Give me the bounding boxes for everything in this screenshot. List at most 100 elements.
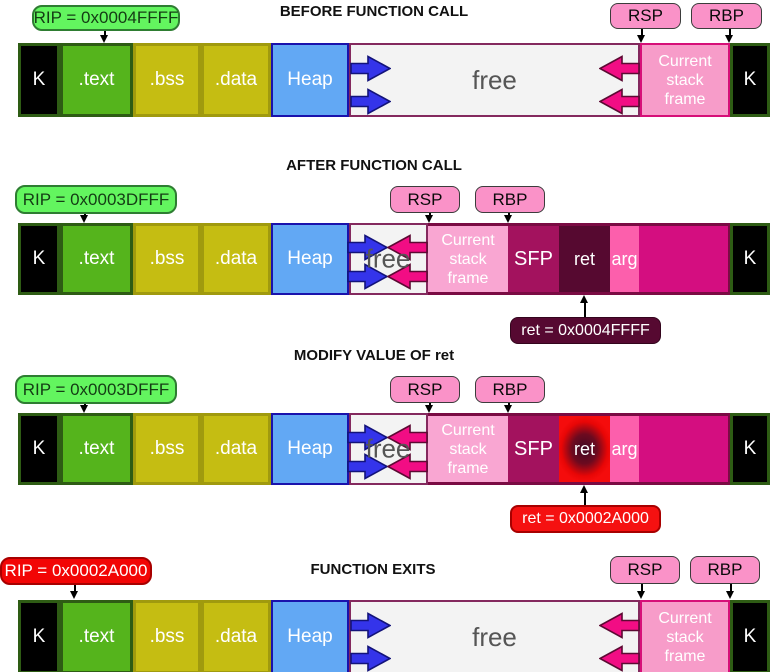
segment-data: .data — [201, 413, 271, 485]
segment-kernel-right: K — [730, 223, 770, 295]
rbp-pointer-arrow — [730, 584, 732, 593]
free-label: free — [365, 243, 411, 274]
segment-bss: .bss — [133, 43, 201, 117]
rsp-badge: RSP — [610, 556, 680, 584]
segment-bss: .bss — [133, 413, 201, 485]
stack-grow-arrow-icon — [598, 645, 640, 672]
heap-grow-arrow-icon — [350, 645, 392, 672]
arrow-head-down-icon — [637, 591, 645, 599]
heap-grow-arrow-icon — [347, 424, 389, 451]
heap-grow-arrow-icon — [347, 453, 389, 480]
rsp-badge: RSP — [390, 376, 460, 403]
segment-kernel-right: K — [730, 43, 770, 117]
segment-stack-frame: Current stack frame — [640, 43, 730, 117]
rsp-pointer-arrow — [429, 403, 431, 406]
segment-data: .data — [201, 43, 271, 117]
segment-free — [349, 223, 428, 295]
segment-kernel-left: K — [18, 43, 60, 117]
segment-free: free — [349, 43, 640, 117]
arrow-head-down-icon — [80, 405, 88, 413]
stack-grow-arrow-icon — [386, 424, 428, 451]
arrow-head-down-icon — [70, 591, 78, 599]
segment-arg: arg — [610, 413, 639, 485]
arrow-head-down-icon — [425, 215, 433, 223]
rbp-badge: RBP — [475, 376, 545, 403]
segment-free — [349, 413, 428, 485]
segment-sfp: SFP — [508, 223, 559, 295]
segment-stack-rest — [639, 223, 730, 295]
rbp-badge: RBP — [690, 556, 760, 584]
heap-grow-arrow-icon — [347, 263, 389, 290]
rip-pointer-arrow — [74, 585, 76, 593]
stack-grow-arrow-icon — [598, 88, 640, 115]
rsp-pointer-arrow — [641, 29, 643, 36]
segment-bss: .bss — [133, 600, 201, 672]
panel-title-after-call: AFTER FUNCTION CALL — [286, 157, 462, 174]
rbp-pointer-arrow — [508, 403, 510, 406]
segment-data: .data — [201, 223, 271, 295]
arrow-head-down-icon — [80, 215, 88, 223]
rsp-pointer-arrow — [429, 213, 431, 216]
free-label: free — [365, 433, 411, 464]
segment-kernel-right: K — [730, 413, 770, 485]
rip-pointer-arrow — [104, 31, 106, 37]
segment-text: .text — [60, 413, 133, 485]
rip-badge: RIP = 0x0003DFFF — [15, 375, 177, 404]
rip-badge: RIP = 0x0003DFFF — [15, 185, 177, 214]
segment-stack-frame: Current stack frame — [640, 600, 730, 672]
stack-grow-arrow-icon — [386, 263, 428, 290]
stack-grow-arrow-icon — [598, 55, 640, 82]
segment-text: .text — [60, 43, 133, 117]
rbp-badge: RBP — [691, 3, 762, 29]
rbp-pointer-arrow — [508, 213, 510, 216]
segment-stack-frame: Current stack frame — [428, 223, 508, 295]
panel-title-before-call: BEFORE FUNCTION CALL — [279, 3, 469, 20]
rbp-pointer-arrow — [729, 29, 731, 36]
segment-free: free — [349, 600, 640, 672]
arrow-head-down-icon — [100, 35, 108, 43]
stack-grow-arrow-icon — [598, 612, 640, 639]
rbp-badge: RBP — [475, 186, 545, 213]
arrow-head-down-icon — [504, 405, 512, 413]
segment-kernel-right: K — [730, 600, 770, 672]
arrow-head-up-icon — [580, 295, 588, 303]
ret-note-arrow — [584, 492, 586, 505]
heap-grow-arrow-icon — [350, 88, 392, 115]
segment-heap: Heap — [271, 223, 349, 295]
rsp-badge: RSP — [610, 3, 681, 29]
segment-heap: Heap — [271, 43, 349, 117]
segment-stack-rest — [639, 413, 730, 485]
stack-grow-arrow-icon — [386, 234, 428, 261]
ret-value-badge: ret = 0x0002A000 — [510, 505, 661, 533]
ret-value-badge: ret = 0x0004FFFF — [510, 317, 661, 344]
segment-text: .text — [60, 223, 133, 295]
ret-note-arrow — [584, 302, 586, 317]
panel-title-modify-ret: MODIFY VALUE OF ret — [293, 347, 455, 364]
rsp-pointer-arrow — [641, 584, 643, 593]
segment-text: .text — [60, 600, 133, 672]
rip-badge: RIP = 0x0002A000 — [0, 557, 152, 585]
segment-kernel-left: K — [18, 413, 60, 485]
arrow-head-down-icon — [637, 35, 645, 43]
segment-sfp: SFP — [508, 413, 559, 485]
rip-badge: RIP = 0x0004FFFF — [32, 5, 180, 31]
rsp-badge: RSP — [390, 186, 460, 213]
segment-ret-modified: ret — [559, 413, 610, 485]
segment-data: .data — [201, 600, 271, 672]
segment-bss: .bss — [133, 223, 201, 295]
segment-heap: Heap — [271, 600, 349, 672]
segment-kernel-left: K — [18, 223, 60, 295]
arrow-head-down-icon — [726, 591, 734, 599]
panel-title-function-exits: FUNCTION EXITS — [310, 561, 436, 578]
segment-stack-frame: Current stack frame — [428, 413, 508, 485]
stack-grow-arrow-icon — [386, 453, 428, 480]
segment-heap: Heap — [271, 413, 349, 485]
heap-grow-arrow-icon — [347, 234, 389, 261]
heap-grow-arrow-icon — [350, 612, 392, 639]
segment-arg: arg — [610, 223, 639, 295]
arrow-head-down-icon — [425, 405, 433, 413]
arrow-head-up-icon — [580, 485, 588, 493]
segment-kernel-left: K — [18, 600, 60, 672]
segment-ret: ret — [559, 223, 610, 295]
arrow-head-down-icon — [725, 35, 733, 43]
